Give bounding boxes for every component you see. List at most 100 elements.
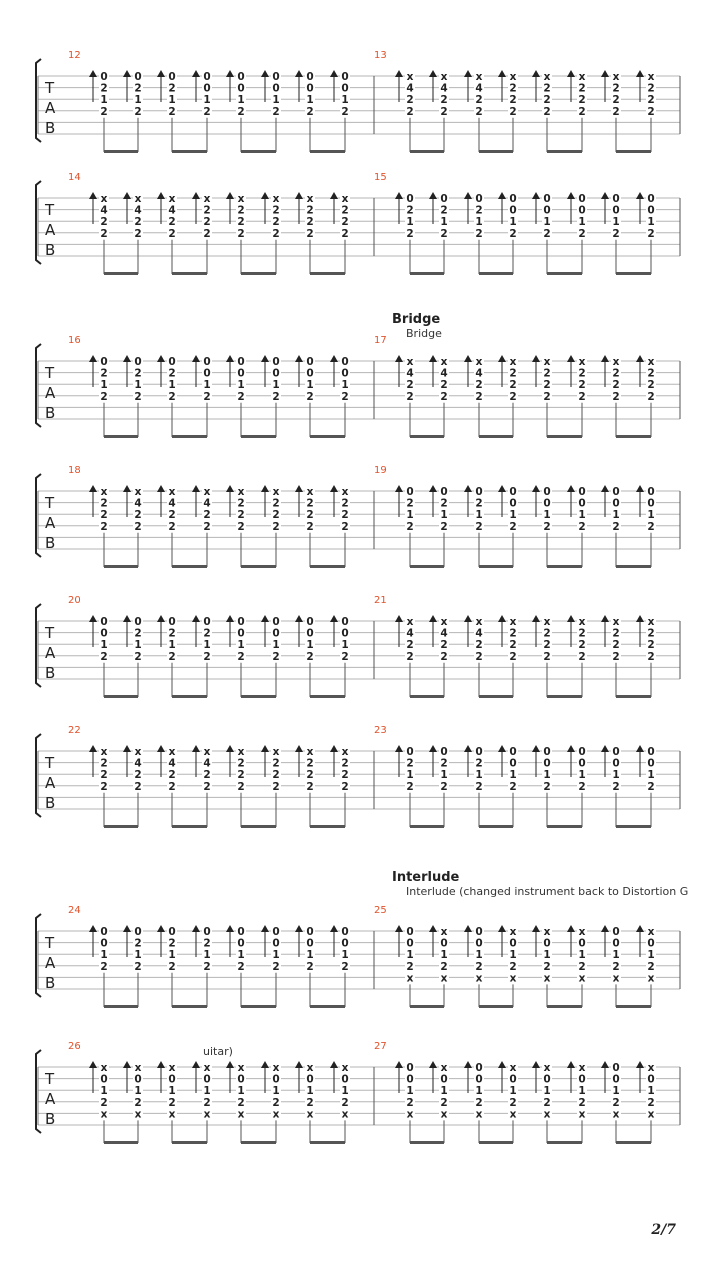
- fret-number: 2: [168, 781, 175, 793]
- beam: [310, 695, 345, 698]
- fret-bg: [202, 227, 212, 239]
- fret-number: x: [476, 1108, 483, 1120]
- fret-bg: [405, 780, 415, 792]
- fret-bg: [340, 82, 350, 94]
- fret-number: x: [441, 1062, 448, 1074]
- beam: [104, 695, 138, 698]
- fret-bg: [202, 390, 212, 402]
- fret-bg: [646, 745, 656, 757]
- fret-number: 0: [237, 616, 244, 628]
- fret-bg: [99, 367, 109, 379]
- fret-bg: [340, 105, 350, 117]
- fret-bg: [577, 638, 587, 650]
- fret-bg: [508, 390, 518, 402]
- fret-number: x: [238, 1062, 245, 1074]
- strum-arrow: [89, 70, 97, 77]
- fret-bg: [340, 937, 350, 949]
- fret-bg: [202, 378, 212, 390]
- fret-bg: [577, 390, 587, 402]
- tab-letter: A: [45, 644, 56, 662]
- fret-number: 2: [341, 781, 348, 793]
- fret-number: 0: [341, 71, 348, 83]
- fret-bg: [340, 638, 350, 650]
- fret-bg: [508, 1107, 518, 1119]
- fret-number: 1: [578, 769, 585, 781]
- fret-number: 0: [306, 628, 313, 640]
- fret-bg: [271, 780, 281, 792]
- fret-bg: [405, 1084, 415, 1096]
- fret-number: 0: [100, 71, 107, 83]
- fret-number: 2: [647, 628, 654, 640]
- fret-bg: [340, 925, 350, 937]
- fret-bg: [305, 105, 315, 117]
- fret-number: 1: [341, 949, 348, 961]
- fret-number: 1: [612, 1085, 619, 1097]
- fret-number: 0: [509, 746, 516, 758]
- strum-arrow: [157, 615, 165, 622]
- fret-bg: [202, 1107, 212, 1119]
- fret-bg: [271, 1096, 281, 1108]
- fret-number: 2: [612, 1097, 619, 1109]
- fret-bg: [236, 1084, 246, 1096]
- fret-number: 2: [134, 521, 141, 533]
- fret-number: x: [441, 616, 448, 628]
- fret-bg: [340, 70, 350, 82]
- fret-number: 2: [440, 498, 447, 510]
- fret-number: 0: [306, 1074, 313, 1086]
- tab-letter: T: [44, 624, 55, 642]
- fret-bg: [439, 390, 449, 402]
- beam: [410, 435, 444, 438]
- fret-bg: [474, 485, 484, 497]
- fret-number: 0: [341, 926, 348, 938]
- fret-number: 0: [440, 486, 447, 498]
- fret-number: 2: [509, 83, 516, 95]
- fret-bg: [474, 1073, 484, 1085]
- fret-bg: [202, 508, 212, 520]
- fret-bg: [271, 638, 281, 650]
- tab-letter: A: [45, 954, 56, 972]
- fret-number: 0: [440, 746, 447, 758]
- fret-number: 1: [647, 949, 654, 961]
- fret-number: 0: [341, 616, 348, 628]
- fret-bg: [271, 390, 281, 402]
- fret-bg: [508, 355, 518, 367]
- fret-bg: [167, 204, 177, 216]
- bar-number: 27: [374, 1041, 387, 1052]
- fret-number: 2: [272, 781, 279, 793]
- section-subtitle-overflow: uitar): [203, 1045, 233, 1058]
- fret-number: x: [510, 926, 517, 938]
- fret-bg: [474, 745, 484, 757]
- fret-number: 0: [509, 758, 516, 770]
- fret-number: 2: [168, 628, 175, 640]
- tab-staff: TABx222x422x422x422x222x222x222x22202120…: [35, 733, 681, 828]
- fret-number: 4: [475, 628, 482, 640]
- fret-number: 2: [100, 758, 107, 770]
- strum-arrow: [226, 355, 234, 362]
- fret-number: 0: [341, 83, 348, 95]
- fret-bg: [646, 82, 656, 94]
- fret-bg: [99, 497, 109, 509]
- fret-number: 0: [134, 616, 141, 628]
- fret-number: 0: [475, 938, 482, 950]
- strum-arrow: [601, 485, 609, 492]
- beam: [241, 825, 276, 828]
- bar-number: 12: [68, 50, 81, 61]
- strum-arrow: [601, 615, 609, 622]
- fret-bg: [167, 757, 177, 769]
- fret-bg: [167, 1084, 177, 1096]
- strum-arrow: [429, 70, 437, 77]
- strum-arrow: [261, 745, 269, 752]
- bar-number: 21: [374, 595, 387, 606]
- fret-number: 0: [272, 616, 279, 628]
- fret-bg: [405, 1073, 415, 1085]
- fret-number: 1: [578, 1085, 585, 1097]
- fret-bg: [508, 757, 518, 769]
- fret-number: 2: [306, 228, 313, 240]
- bar-number: 14: [68, 172, 81, 183]
- fret-bg: [271, 627, 281, 639]
- fret-bg: [236, 1107, 246, 1119]
- fret-number: 2: [578, 639, 585, 651]
- fret-number: 2: [203, 769, 210, 781]
